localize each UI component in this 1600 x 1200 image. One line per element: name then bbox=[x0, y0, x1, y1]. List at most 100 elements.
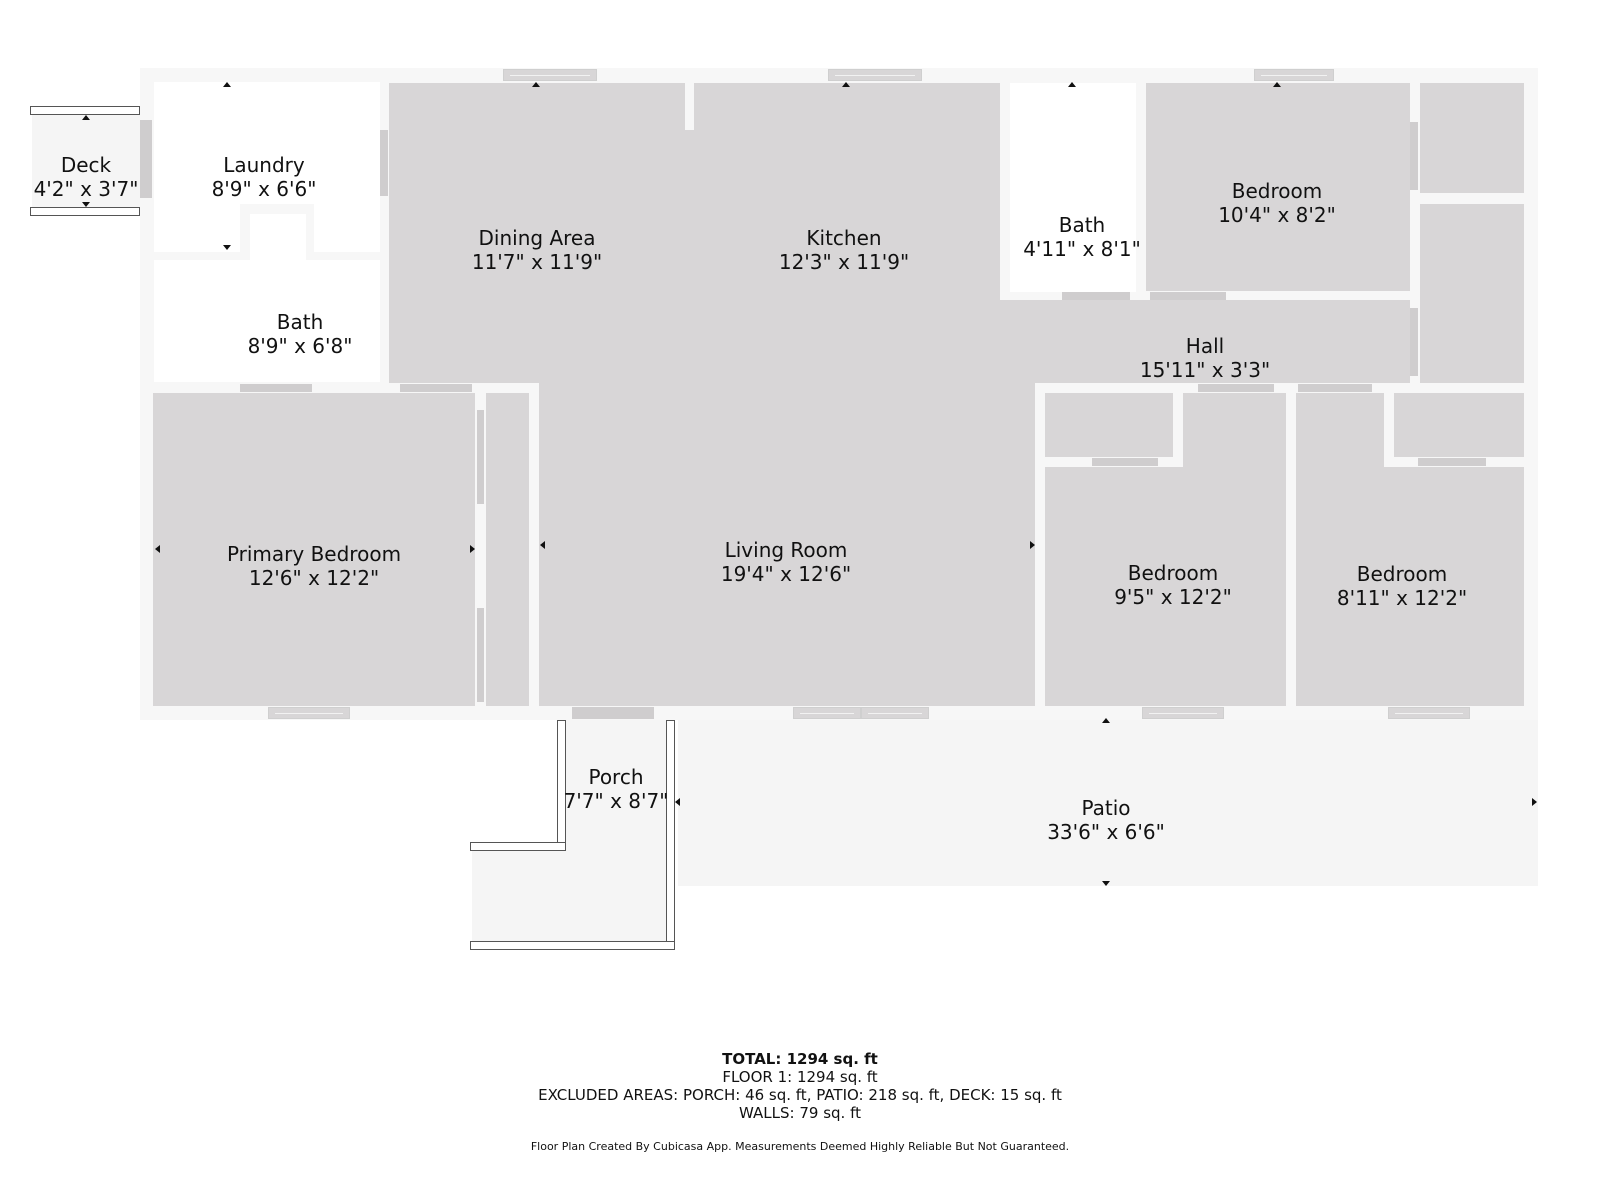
room-dimensions: 7'7" x 8'7" bbox=[563, 789, 669, 813]
label-laundry: Laundry 8'9" x 6'6" bbox=[212, 153, 317, 201]
deck-railing-bottom bbox=[30, 207, 140, 216]
closet-hall bbox=[1420, 204, 1524, 383]
porch-railing-step bbox=[470, 842, 566, 851]
closet-bedroom-2 bbox=[1045, 393, 1173, 457]
window bbox=[793, 707, 861, 719]
room-dimensions: 19'4" x 12'6" bbox=[720, 562, 852, 586]
closet-bedroom-3 bbox=[1394, 393, 1524, 457]
room-dimensions: 8'11" x 12'2" bbox=[1336, 586, 1468, 610]
total-area: TOTAL: 1294 sq. ft bbox=[722, 1050, 878, 1068]
laundry-door bbox=[380, 130, 388, 196]
room-kitchen bbox=[689, 83, 1000, 383]
closet-hall-door bbox=[1410, 308, 1418, 376]
closet-bedroom-1 bbox=[1420, 83, 1524, 193]
room-primary-bedroom bbox=[153, 393, 475, 706]
label-kitchen: Kitchen 12'3" x 11'9" bbox=[779, 226, 909, 274]
room-name: Bedroom bbox=[1231, 179, 1323, 203]
floor-plan: Deck 4'2" x 3'7" Laundry 8'9" x 6'6" Bat… bbox=[30, 68, 1538, 950]
kitchen-partition bbox=[685, 83, 694, 130]
dimension-marker-icon bbox=[1068, 82, 1076, 87]
room-name: Bedroom bbox=[1356, 562, 1448, 586]
dimension-marker-icon bbox=[470, 545, 475, 553]
dimension-marker-icon bbox=[842, 82, 850, 87]
front-door bbox=[572, 707, 654, 719]
label-bedroom-3: Bedroom 8'11" x 12'2" bbox=[1337, 562, 1467, 610]
room-name: Dining Area bbox=[478, 226, 596, 250]
dimension-marker-icon bbox=[675, 798, 680, 806]
dimension-marker-icon bbox=[155, 545, 160, 553]
window bbox=[861, 707, 929, 719]
room-name: Living Room bbox=[724, 538, 848, 562]
window bbox=[1388, 707, 1470, 719]
walls-area: WALLS: 79 sq. ft bbox=[739, 1104, 861, 1122]
room-dimensions: 11'7" x 11'9" bbox=[471, 250, 603, 274]
room-living-room bbox=[539, 383, 1035, 706]
bedroom-2-door bbox=[1198, 384, 1274, 392]
label-bedroom-2: Bedroom 9'5" x 12'2" bbox=[1114, 561, 1232, 609]
dimension-marker-icon bbox=[1273, 82, 1281, 87]
window bbox=[1142, 707, 1224, 719]
room-bedroom-1 bbox=[1146, 83, 1410, 291]
closet-bedroom-3-door bbox=[1418, 458, 1486, 466]
room-dimensions: 12'6" x 12'2" bbox=[248, 566, 380, 590]
room-bedroom-2 bbox=[1045, 467, 1286, 706]
room-dimensions: 4'11" x 8'1" bbox=[1023, 237, 1141, 261]
closet-bedroom-1-door bbox=[1410, 122, 1418, 190]
room-bedroom-3 bbox=[1296, 393, 1384, 473]
room-bedroom-3-main bbox=[1296, 467, 1524, 706]
deck-railing-top bbox=[30, 106, 140, 115]
bedroom-3-door bbox=[1298, 384, 1372, 392]
room-dimensions: 12'3" x 11'9" bbox=[778, 250, 910, 274]
disclaimer: Floor Plan Created By Cubicasa App. Meas… bbox=[530, 1140, 1070, 1153]
dimension-marker-icon bbox=[1102, 881, 1110, 886]
dimension-marker-icon bbox=[82, 115, 90, 120]
room-patio bbox=[678, 720, 1538, 886]
dimension-marker-icon bbox=[223, 82, 231, 87]
bedroom-2-entry bbox=[1183, 393, 1286, 473]
room-dimensions: 8'9" x 6'8" bbox=[247, 334, 353, 358]
window bbox=[268, 707, 350, 719]
window bbox=[828, 69, 922, 81]
floor-1-area: FLOOR 1: 1294 sq. ft bbox=[722, 1068, 878, 1086]
room-dimensions: 10'4" x 8'2" bbox=[1218, 203, 1336, 227]
room-dimensions: 4'2" x 3'7" bbox=[33, 177, 139, 201]
label-bath-2: Bath 4'11" x 8'1" bbox=[1023, 213, 1141, 261]
label-hall: Hall 15'11" x 3'3" bbox=[1140, 334, 1270, 382]
room-name: Hall bbox=[1185, 334, 1225, 358]
dimension-marker-icon bbox=[82, 202, 90, 207]
label-dining-area: Dining Area 11'7" x 11'9" bbox=[472, 226, 602, 274]
room-name: Deck bbox=[60, 153, 112, 177]
bath-2-door bbox=[1062, 292, 1130, 300]
room-name: Patio bbox=[1081, 796, 1131, 820]
label-patio: Patio 33'6" x 6'6" bbox=[1047, 796, 1165, 844]
room-dimensions: 8'9" x 6'6" bbox=[211, 177, 317, 201]
dimension-marker-icon bbox=[223, 245, 231, 250]
room-dimensions: 33'6" x 6'6" bbox=[1047, 820, 1165, 844]
room-dimensions: 9'5" x 12'2" bbox=[1114, 585, 1232, 609]
closet-primary bbox=[486, 393, 529, 706]
room-dining-area bbox=[389, 83, 689, 383]
room-name: Primary Bedroom bbox=[226, 542, 402, 566]
window bbox=[1254, 69, 1334, 81]
room-dimensions: 15'11" x 3'3" bbox=[1139, 358, 1271, 382]
deck-door bbox=[140, 120, 152, 198]
dimension-marker-icon bbox=[1102, 718, 1110, 723]
excluded-areas: EXCLUDED AREAS: PORCH: 46 sq. ft, PATIO:… bbox=[538, 1086, 1062, 1104]
window bbox=[503, 69, 597, 81]
label-deck: Deck 4'2" x 3'7" bbox=[34, 153, 139, 201]
area-summary: TOTAL: 1294 sq. ft FLOOR 1: 1294 sq. ft … bbox=[0, 1050, 1600, 1153]
porch-railing-right bbox=[666, 720, 675, 950]
laundry-closet bbox=[250, 214, 306, 260]
room-deck bbox=[32, 115, 140, 207]
bath-1-door bbox=[240, 384, 312, 392]
label-living-room: Living Room 19'4" x 12'6" bbox=[721, 538, 851, 586]
dimension-marker-icon bbox=[1030, 541, 1035, 549]
room-name: Bath bbox=[276, 310, 324, 334]
porch-railing-bottom bbox=[470, 941, 675, 950]
dimension-marker-icon bbox=[1532, 798, 1537, 806]
dimension-marker-icon bbox=[532, 82, 540, 87]
dining-door bbox=[400, 384, 472, 392]
label-porch: Porch 7'7" x 8'7" bbox=[564, 765, 669, 813]
room-bath-2 bbox=[1010, 83, 1136, 292]
closet-primary-door-top bbox=[477, 410, 484, 504]
